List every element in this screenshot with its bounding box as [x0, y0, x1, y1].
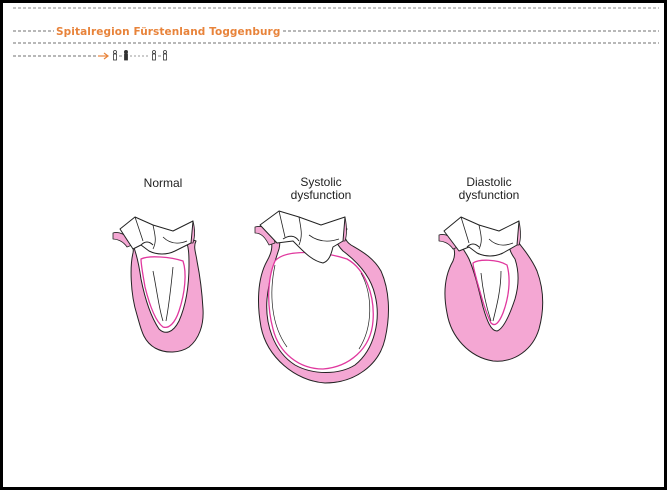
logo-icon	[98, 50, 167, 60]
hospital-name: Spitalregion Fürstenland Toggenburg	[54, 26, 282, 38]
slide-graphics	[3, 3, 664, 487]
heart-diastolic	[439, 217, 543, 361]
normal-valves	[120, 217, 193, 254]
label-systolic: Systolic dysfunction	[271, 176, 371, 202]
systolic-cavity	[269, 253, 374, 370]
heart-systolic	[255, 211, 388, 383]
label-diastolic: Diastolic dysfunction	[439, 176, 539, 202]
person-icon-4	[164, 51, 167, 61]
label-normal: Normal	[123, 177, 203, 190]
person-icon-2	[124, 50, 127, 60]
person-icon-3	[153, 51, 156, 61]
person-icon-1	[114, 51, 117, 61]
heart-normal	[113, 217, 203, 352]
